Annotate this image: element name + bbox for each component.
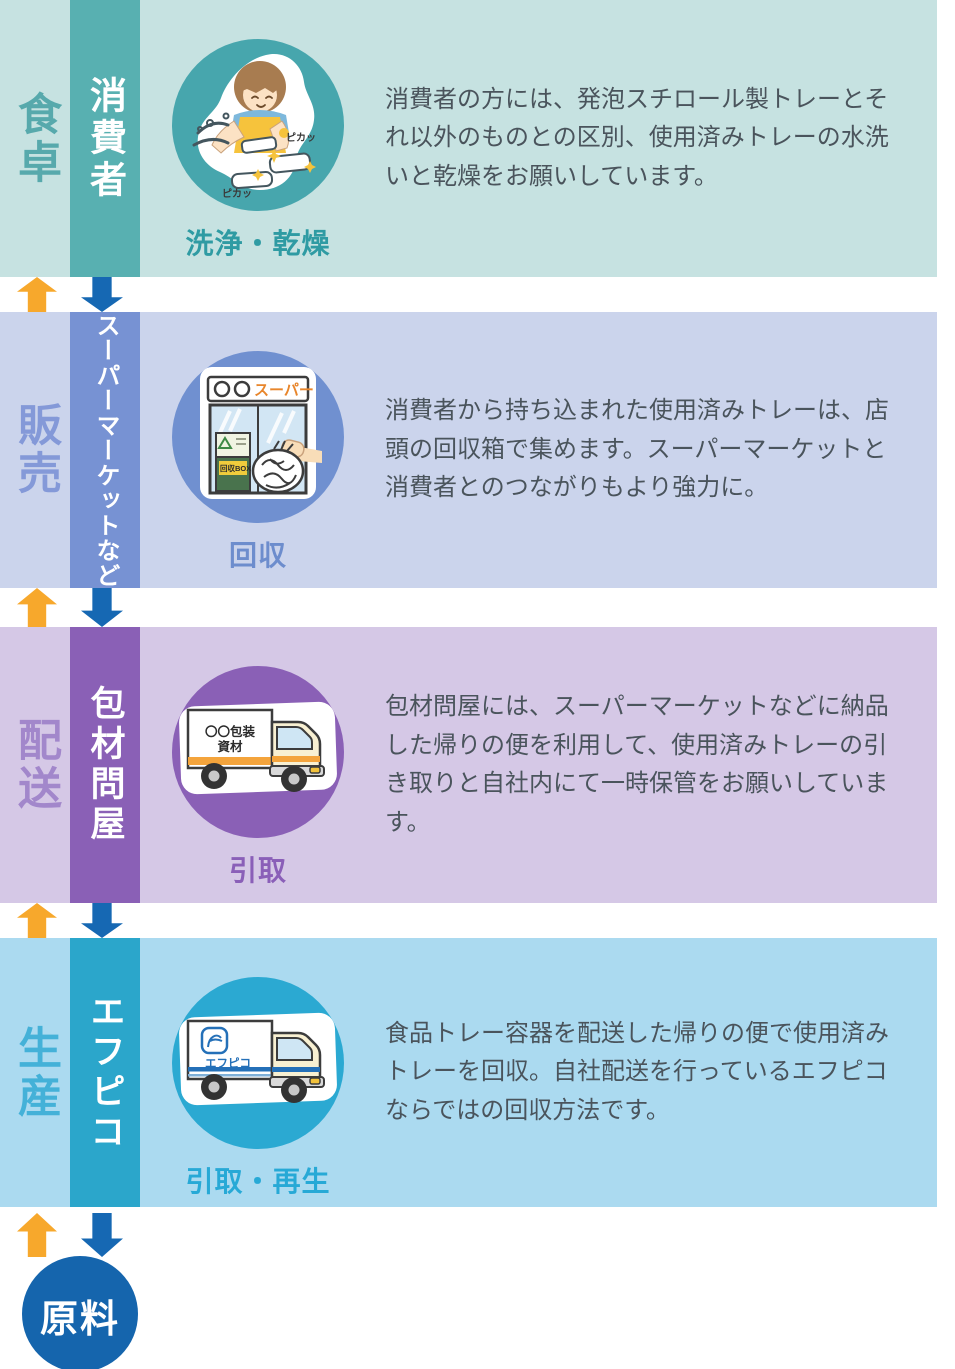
sparkle-text: ピカッ (286, 132, 316, 144)
step-description: 包材問屋には、スーパーマーケットなどに納品した帰りの便を利用して、使用済みトレー… (385, 693, 889, 836)
stage-label-delivery: 配送 (11, 717, 60, 813)
actor-strip-consumer: 消費者 (70, 0, 140, 277)
up-arrow-icon (17, 588, 57, 627)
stage-label-retail: 販売 (11, 402, 60, 498)
flow-arrows-4 (0, 1213, 150, 1257)
band-retail-supermarket: 販売 スーパーマーケットなど スーパー (0, 312, 937, 588)
flow-arrows-2 (0, 588, 150, 627)
down-arrow-icon (81, 588, 123, 627)
up-arrow-icon (17, 1213, 57, 1257)
person-washing-icon (211, 61, 290, 154)
truck-icon: 〇〇包装 資材 (186, 708, 325, 792)
stage-label-dining: 食卓 (11, 90, 60, 187)
fpco-logo-icon (200, 1026, 229, 1055)
band-dining-consumer: 食卓 消費者 (0, 0, 937, 277)
sink-icon (192, 112, 230, 147)
store-sign-icon: スーパー (206, 375, 314, 403)
step-description: 消費者から持ち込まれた使用済みトレーは、店頭の回収箱で集めます。スーパーマーケッ… (385, 397, 889, 502)
recycle-box-icon: 回収BOX (215, 432, 251, 492)
truck-icon: エフピコ (186, 1019, 325, 1103)
step-caption-pickup-recycle: 引取・再生 (185, 1166, 331, 1197)
band-delivery-wholesaler: 配送 包材問屋 〇〇包装 資材 (0, 627, 937, 903)
flow-arrows-3 (0, 903, 150, 938)
step-caption-pickup: 引取 (228, 855, 287, 886)
up-arrow-icon (17, 903, 57, 938)
sparkle-text: ピカッ (222, 188, 252, 200)
up-arrow-icon (17, 277, 57, 312)
actor-strip-fpco: エフピコ (70, 938, 140, 1207)
recycle-box-label: 回収BOX (220, 463, 251, 473)
band-production-fpco: 生産 エフピコ エフピコ (0, 938, 937, 1207)
stage-label-production: 生産 (11, 1024, 60, 1121)
truck-body-text-line1: 〇〇包装 (205, 724, 256, 739)
store-sign-text: スーパー (254, 382, 314, 399)
hand-with-bag-icon (251, 439, 322, 494)
truck-body-text-line2: 資材 (217, 739, 243, 754)
fpco-truck-illustration: エフピコ (170, 975, 346, 1151)
actor-strip-supermarket: スーパーマーケットなど (70, 312, 140, 588)
storefront-illustration: スーパー 回収BOX (170, 349, 346, 525)
step-caption-washing-drying: 洗浄・乾燥 (185, 228, 331, 259)
wholesaler-truck-illustration: 〇〇包装 資材 (170, 664, 346, 840)
truck-body-logo-text: エフピコ (205, 1057, 251, 1070)
down-arrow-icon (81, 277, 123, 312)
clean-trays-icon: ピカッ ピカッ (222, 132, 316, 200)
flow-arrows-1 (0, 277, 150, 312)
step-description: 食品トレー容器を配送した帰りの便で使用済みトレーを回収。自社配送を行っているエフ… (385, 1019, 889, 1124)
step-description: 消費者の方には、発泡スチロール製トレーとそれ以外のものとの区別、使用済みトレーの… (385, 85, 889, 190)
raw-material-circle: 原料 (22, 1256, 138, 1369)
step-caption-collection: 回収 (228, 540, 287, 571)
down-arrow-icon (81, 903, 123, 938)
actor-strip-wholesaler: 包材問屋 (70, 627, 140, 903)
raw-material-label: 原料 (39, 1299, 120, 1341)
washing-illustration: ピカッ ピカッ (170, 37, 346, 213)
down-arrow-icon (81, 1213, 123, 1257)
